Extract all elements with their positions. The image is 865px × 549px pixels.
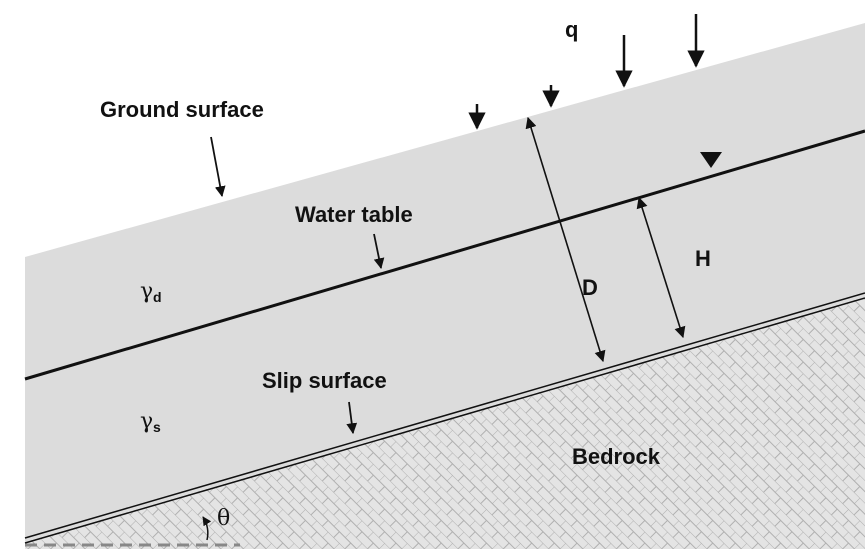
depth-D-label: D — [582, 275, 598, 300]
theta-angle-arc — [202, 516, 212, 541]
slip-surface-line — [24, 292, 865, 544]
ground-surface-pointer — [210, 136, 226, 198]
water-table-line — [24, 129, 865, 381]
height-H-dimension — [636, 196, 686, 339]
gamma-s-subscript: s — [153, 419, 161, 435]
dry-unit-weight-label: γ d — [140, 279, 162, 305]
load-q-label: q — [565, 17, 578, 42]
depth-D-dimension — [525, 116, 606, 363]
water-table-label: Water table — [295, 202, 413, 227]
height-H-label: H — [695, 246, 711, 271]
saturated-unit-weight-label: γ s — [140, 409, 161, 435]
gamma-d-symbol: γ — [140, 279, 153, 304]
slope-angle-theta-label: θ — [217, 506, 230, 531]
ground-surface-label: Ground surface — [100, 97, 264, 122]
water-table-marker-icon — [700, 152, 722, 168]
surface-load-arrows — [468, 14, 705, 130]
bedrock-label: Bedrock — [572, 444, 661, 469]
slip-surface-label: Slip surface — [262, 368, 387, 393]
gamma-d-subscript: d — [153, 289, 162, 305]
water-table-pointer — [373, 233, 385, 270]
gamma-s-symbol: γ — [140, 409, 153, 434]
slip-surface-pointer — [346, 401, 358, 435]
soil-layer — [25, 23, 865, 542]
